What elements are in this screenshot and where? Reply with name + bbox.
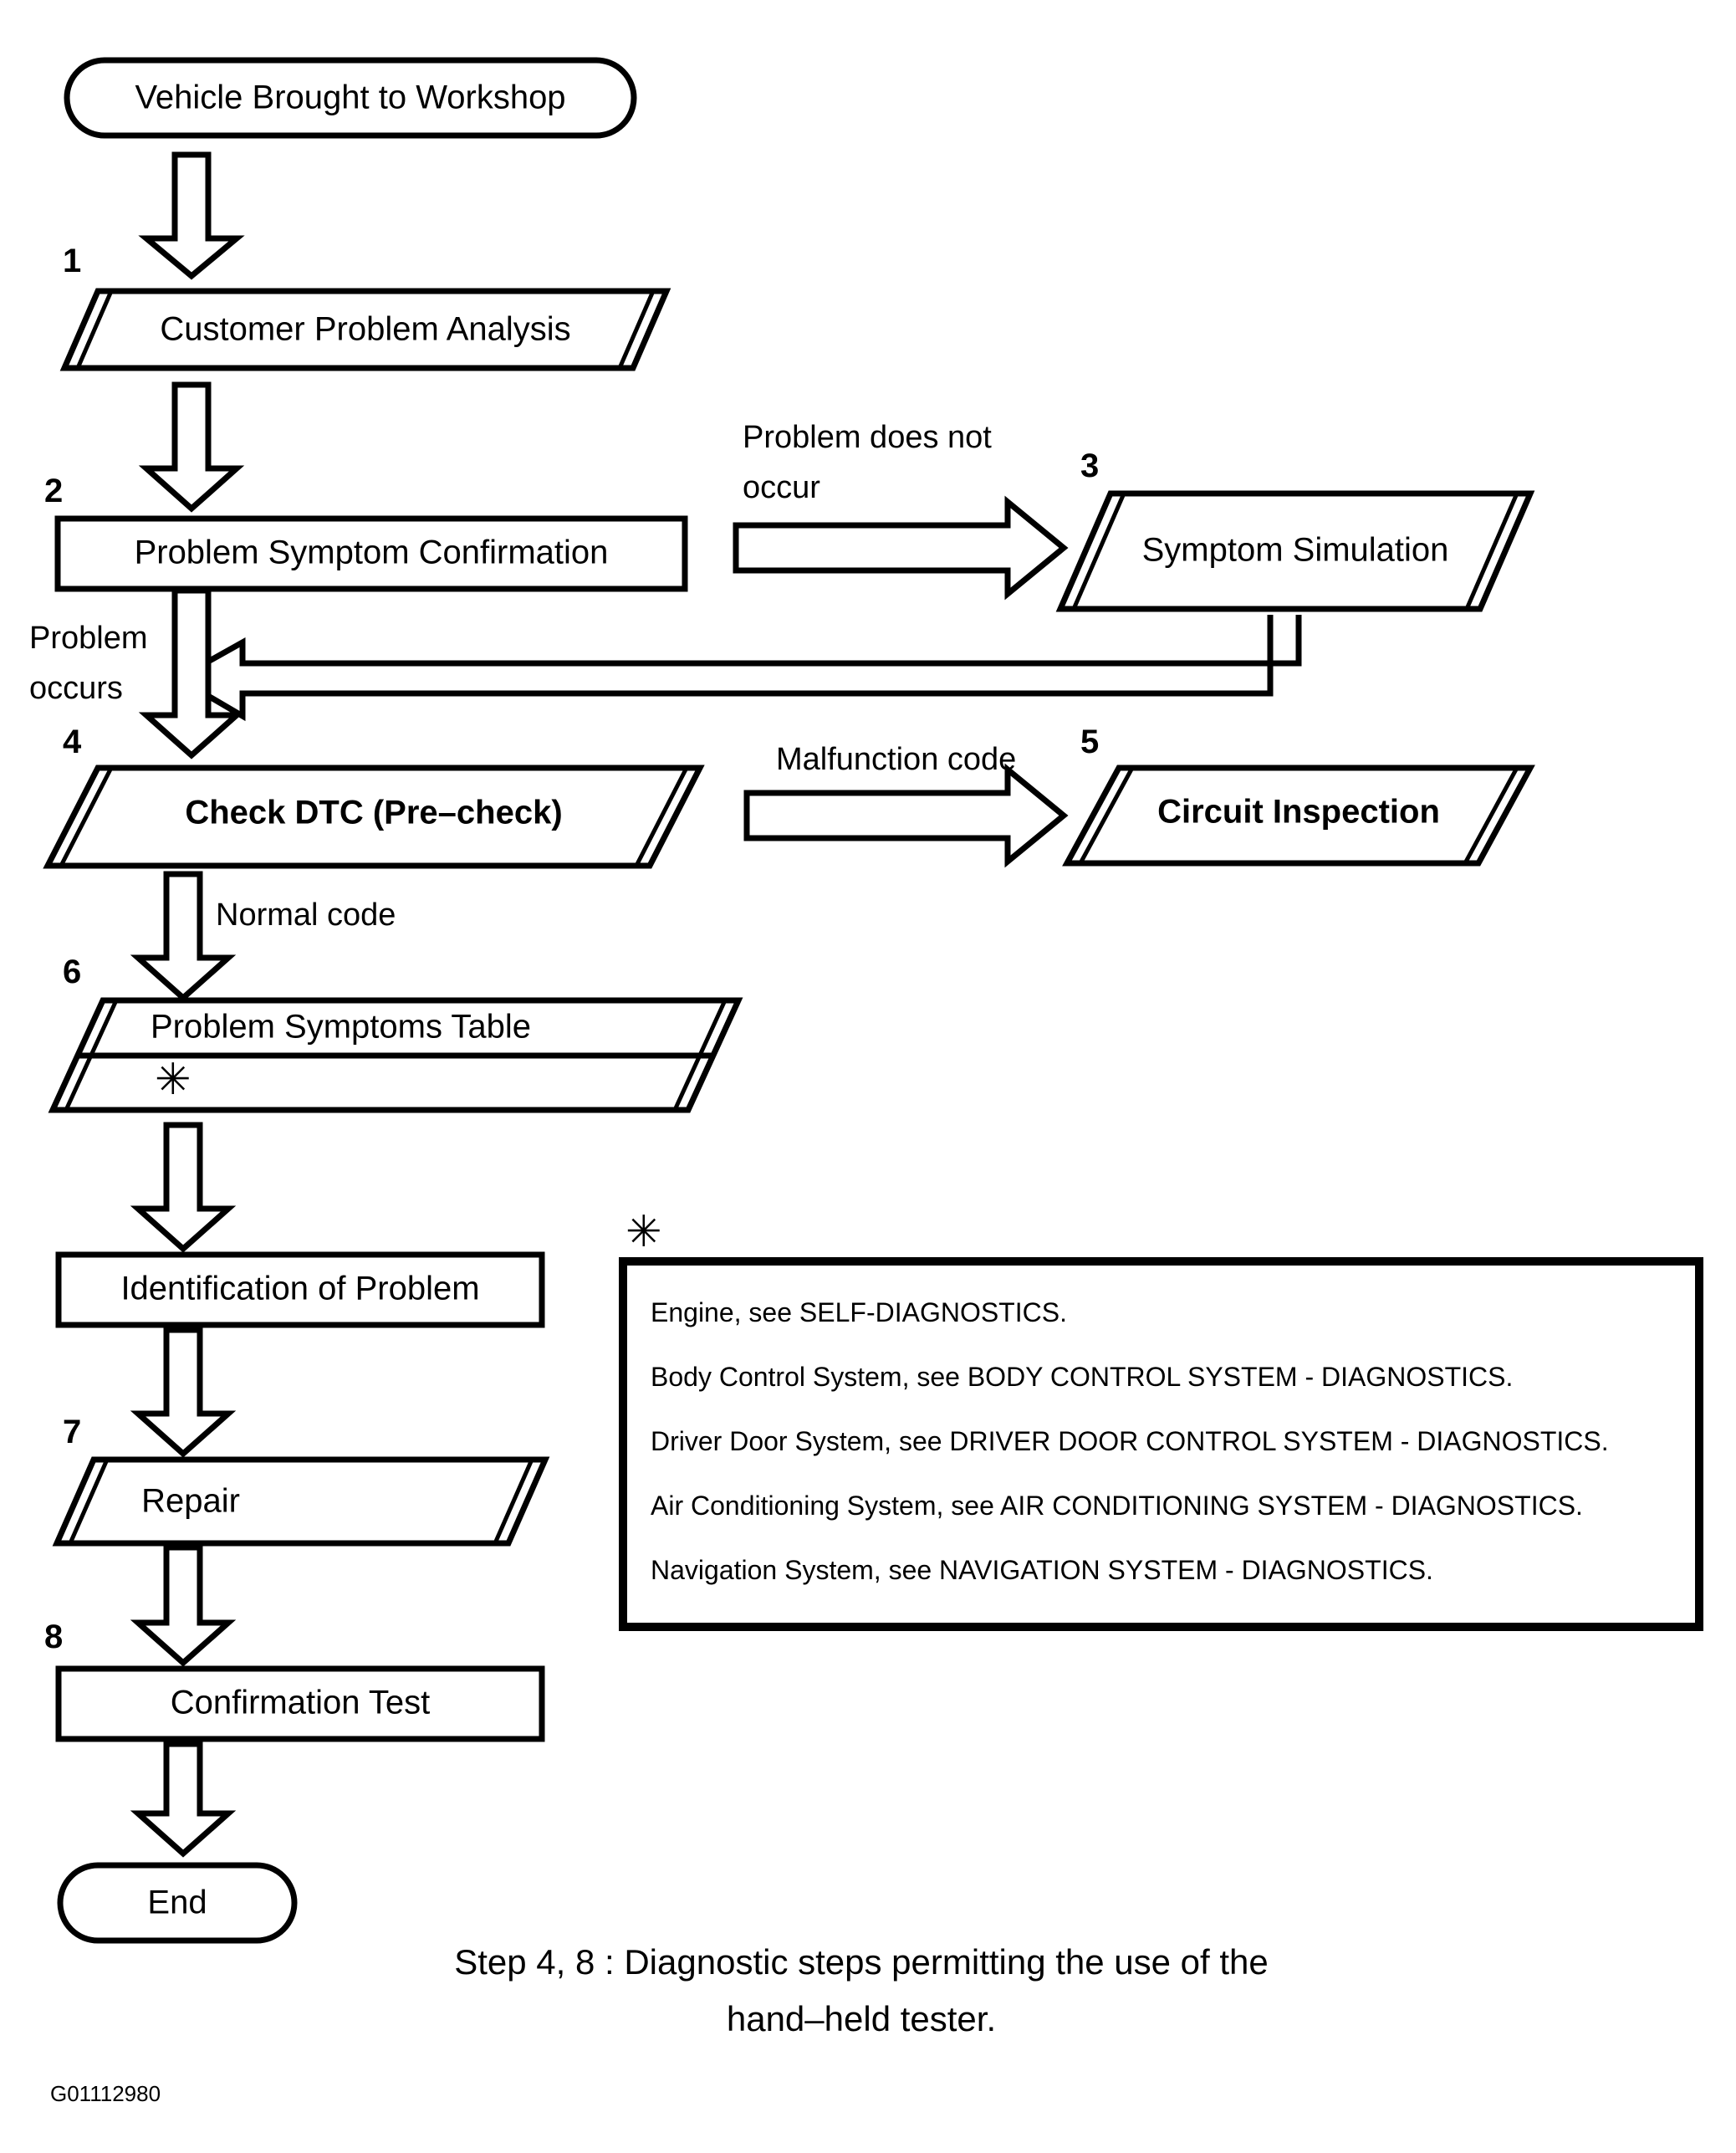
step1-parallelogram-shape bbox=[59, 288, 671, 371]
down-arrow-icon bbox=[138, 381, 245, 513]
step3-label: Symptom Simulation bbox=[1142, 532, 1449, 569]
edge-label-normal-code: Normal code bbox=[216, 898, 396, 933]
note-line-1: Engine, see SELF-DIAGNOSTICS. bbox=[651, 1297, 1067, 1327]
node-step1: 1 Customer Problem Analysis bbox=[59, 243, 671, 371]
step7-inner-right-line bbox=[493, 1458, 534, 1545]
arrow-identification-to-step7 bbox=[130, 1327, 237, 1458]
identification-rectangle-shape bbox=[55, 1251, 545, 1328]
step3-parallelogram-shape bbox=[1055, 490, 1535, 612]
identification-label: Identification of Problem bbox=[120, 1271, 479, 1307]
note-line-5: Navigation System, see NAVIGATION SYSTEM… bbox=[651, 1555, 1433, 1585]
arrow-start-to-step1 bbox=[138, 151, 245, 280]
step-number-5: 5 bbox=[1080, 724, 1099, 760]
note-box: ✳ Engine, see SELF-DIAGNOSTICS. Body Con… bbox=[619, 1208, 1703, 1631]
end-label: End bbox=[147, 1885, 207, 1921]
node-step3: 3 Symptom Simulation bbox=[1055, 447, 1535, 612]
problem-occurs-line2: occurs bbox=[29, 671, 123, 706]
problem-does-not-occur-line1: Problem does not bbox=[743, 420, 992, 455]
node-step8: 8 Confirmation Test bbox=[44, 1619, 545, 1742]
node-identification-of-problem: Identification of Problem bbox=[55, 1251, 545, 1328]
step5-parallelogram-shape bbox=[1062, 765, 1535, 867]
caption-line-2: hand–held tester. bbox=[727, 1999, 996, 2038]
step3-inner-right-line bbox=[1464, 493, 1519, 610]
step3-inner-left-line bbox=[1071, 493, 1126, 610]
node-step6: 6 Problem Symptoms Table ✳ bbox=[48, 954, 743, 1113]
step8-label: Confirmation Test bbox=[171, 1685, 431, 1721]
problem-does-not-occur-line2: occur bbox=[743, 470, 820, 505]
down-arrow-icon bbox=[130, 1122, 237, 1253]
node-step5: 5 Circuit Inspection bbox=[1062, 724, 1535, 867]
arrow-step2-to-step3 bbox=[733, 495, 1069, 601]
figure-id-code: G01112980 bbox=[50, 2081, 161, 2106]
step4-inner-left-line bbox=[59, 766, 114, 867]
down-arrow-icon bbox=[130, 871, 237, 1002]
step-number-6: 6 bbox=[63, 954, 81, 990]
step1-label: Customer Problem Analysis bbox=[160, 311, 570, 348]
step7-inner-left-line bbox=[68, 1458, 110, 1545]
figure-caption: Step 4, 8 : Diagnostic steps permitting … bbox=[454, 1942, 1269, 2038]
caption-line-1: Step 4, 8 : Diagnostic steps permitting … bbox=[454, 1942, 1269, 1982]
start-label: Vehicle Brought to Workshop bbox=[135, 79, 565, 116]
down-arrow-icon bbox=[130, 1741, 237, 1858]
arrow-step4-to-step6: Normal code bbox=[130, 871, 396, 1002]
down-arrow-icon bbox=[130, 1327, 237, 1458]
note-box-border bbox=[619, 1257, 1703, 1631]
arrow-step1-to-step2 bbox=[138, 381, 245, 513]
node-step2: 2 Problem Symptom Confirmation bbox=[44, 473, 688, 592]
note-box-asterisk-icon: ✳ bbox=[625, 1208, 662, 1256]
arrow-step4-to-step5 bbox=[743, 763, 1069, 868]
node-step7: 7 Repair bbox=[52, 1414, 550, 1547]
step-number-1: 1 bbox=[63, 243, 81, 279]
step-number-7: 7 bbox=[63, 1414, 81, 1450]
step4-inner-right-line bbox=[634, 766, 689, 867]
note-line-2: Body Control System, see BODY CONTROL SY… bbox=[651, 1362, 1513, 1392]
step-number-4: 4 bbox=[63, 724, 82, 760]
feedback-loop-arrow-icon bbox=[171, 615, 1302, 722]
note-line-4: Air Conditioning System, see AIR CONDITI… bbox=[651, 1491, 1583, 1521]
step6-asterisk-icon: ✳ bbox=[155, 1056, 191, 1104]
step7-label: Repair bbox=[141, 1483, 240, 1520]
arrow-step8-to-end bbox=[130, 1741, 237, 1858]
step5-label: Circuit Inspection bbox=[1157, 794, 1440, 831]
step2-rectangle-shape bbox=[54, 515, 688, 592]
node-step4: 4 Check DTC (Pre–check) bbox=[43, 724, 705, 869]
step2-label: Problem Symptom Confirmation bbox=[135, 534, 609, 571]
feedback-loop-step3-to-main bbox=[171, 615, 1302, 722]
right-arrow-icon bbox=[743, 763, 1069, 868]
down-arrow-icon bbox=[130, 1544, 237, 1667]
note-line-3: Driver Door System, see DRIVER DOOR CONT… bbox=[651, 1426, 1609, 1456]
down-arrow-icon bbox=[138, 151, 245, 280]
problem-occurs-line1: Problem bbox=[29, 621, 148, 656]
arrow-step6-to-identification bbox=[130, 1122, 237, 1253]
step4-parallelogram-shape bbox=[43, 765, 705, 869]
step-number-3: 3 bbox=[1080, 447, 1099, 484]
step6-label: Problem Symptoms Table bbox=[151, 1009, 531, 1046]
right-arrow-icon bbox=[733, 495, 1069, 601]
start-capsule-shape bbox=[64, 57, 637, 139]
step-number-2: 2 bbox=[44, 473, 63, 509]
step7-parallelogram-shape bbox=[52, 1456, 550, 1547]
step8-rectangle-shape bbox=[55, 1665, 545, 1742]
down-arrow-icon bbox=[138, 587, 245, 759]
step1-inner-left-line bbox=[75, 290, 114, 369]
arrow-step2-to-step4 bbox=[138, 587, 245, 759]
end-capsule-shape bbox=[57, 1862, 298, 1944]
edge-label-malfunction-code: Malfunction code bbox=[776, 742, 1016, 777]
node-start: Vehicle Brought to Workshop bbox=[64, 57, 637, 139]
arrow-step7-to-step8 bbox=[130, 1544, 237, 1667]
step4-label: Check DTC (Pre–check) bbox=[185, 795, 562, 831]
step-number-8: 8 bbox=[44, 1619, 63, 1655]
edge-label-problem-does-not-occur: Problem does not occur bbox=[743, 420, 992, 505]
node-end: End bbox=[57, 1862, 298, 1944]
step5-inner-right-line bbox=[1463, 766, 1519, 865]
step1-inner-right-line bbox=[617, 290, 656, 369]
step5-inner-left-line bbox=[1078, 766, 1135, 865]
edge-label-problem-occurs: Problem occurs bbox=[29, 621, 148, 706]
